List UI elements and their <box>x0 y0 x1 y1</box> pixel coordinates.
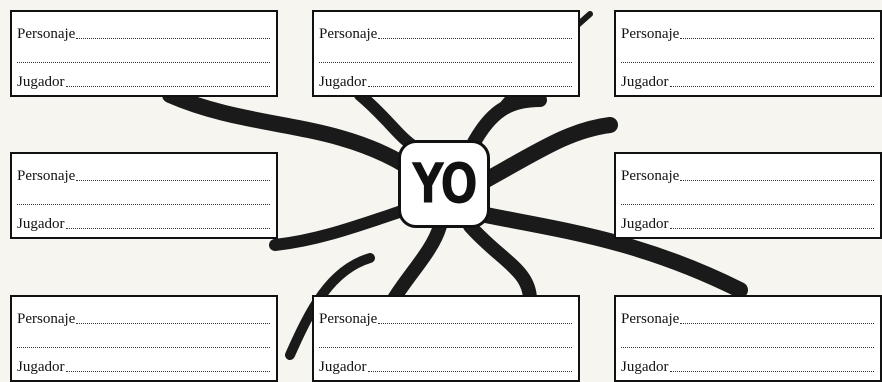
character-row[interactable]: Personaje <box>17 160 270 184</box>
player-label: Jugador <box>621 359 669 375</box>
character-row[interactable]: Personaje <box>17 18 270 42</box>
character-row[interactable]: Personaje <box>621 18 874 42</box>
player-row[interactable]: Jugador <box>17 208 270 232</box>
blank-row[interactable] <box>621 184 874 208</box>
character-label: Personaje <box>621 168 680 184</box>
blank-row[interactable] <box>319 42 572 66</box>
player-label: Jugador <box>17 359 65 375</box>
character-label: Personaje <box>621 26 680 42</box>
blank-field[interactable] <box>621 203 874 205</box>
blank-field[interactable] <box>17 61 270 63</box>
character-field[interactable] <box>76 37 270 39</box>
character-field[interactable] <box>378 37 572 39</box>
player-row[interactable]: Jugador <box>621 208 874 232</box>
player-field[interactable] <box>65 85 270 87</box>
blank-field[interactable] <box>621 346 874 348</box>
center-yo-label: YO <box>412 152 478 216</box>
player-label: Jugador <box>319 74 367 90</box>
player-label: Jugador <box>17 216 65 232</box>
character-label: Personaje <box>17 311 76 327</box>
player-row[interactable]: Jugador <box>17 66 270 90</box>
player-field[interactable] <box>65 227 270 229</box>
player-label: Jugador <box>621 216 669 232</box>
character-row[interactable]: Personaje <box>621 303 874 327</box>
player-label: Jugador <box>17 74 65 90</box>
character-row[interactable]: Personaje <box>319 303 572 327</box>
blank-row[interactable] <box>621 327 874 351</box>
character-field[interactable] <box>680 37 874 39</box>
character-label: Personaje <box>319 311 378 327</box>
character-field[interactable] <box>680 322 874 324</box>
blank-row[interactable] <box>17 327 270 351</box>
character-label: Personaje <box>621 311 680 327</box>
player-row[interactable]: Jugador <box>319 66 572 90</box>
character-row[interactable]: Personaje <box>319 18 572 42</box>
player-label: Jugador <box>319 359 367 375</box>
player-field[interactable] <box>367 85 572 87</box>
character-row[interactable]: Personaje <box>17 303 270 327</box>
blank-field[interactable] <box>17 203 270 205</box>
blank-row[interactable] <box>17 42 270 66</box>
player-field[interactable] <box>669 85 874 87</box>
character-label: Personaje <box>17 168 76 184</box>
character-field[interactable] <box>378 322 572 324</box>
blank-field[interactable] <box>621 61 874 63</box>
player-row[interactable]: Jugador <box>621 66 874 90</box>
blank-field[interactable] <box>17 346 270 348</box>
blank-row[interactable] <box>17 184 270 208</box>
character-label: Personaje <box>319 26 378 42</box>
blank-row[interactable] <box>319 327 572 351</box>
character-field[interactable] <box>680 179 874 181</box>
player-row[interactable]: Jugador <box>621 351 874 375</box>
player-field[interactable] <box>65 370 270 372</box>
player-field[interactable] <box>669 227 874 229</box>
player-label: Jugador <box>621 74 669 90</box>
blank-row[interactable] <box>621 42 874 66</box>
center-yo-box: YO <box>398 140 490 228</box>
character-label: Personaje <box>17 26 76 42</box>
character-field[interactable] <box>76 322 270 324</box>
player-field[interactable] <box>669 370 874 372</box>
player-row[interactable]: Jugador <box>319 351 572 375</box>
character-row[interactable]: Personaje <box>621 160 874 184</box>
blank-field[interactable] <box>319 61 572 63</box>
player-row[interactable]: Jugador <box>17 351 270 375</box>
blank-field[interactable] <box>319 346 572 348</box>
player-field[interactable] <box>367 370 572 372</box>
character-field[interactable] <box>76 179 270 181</box>
